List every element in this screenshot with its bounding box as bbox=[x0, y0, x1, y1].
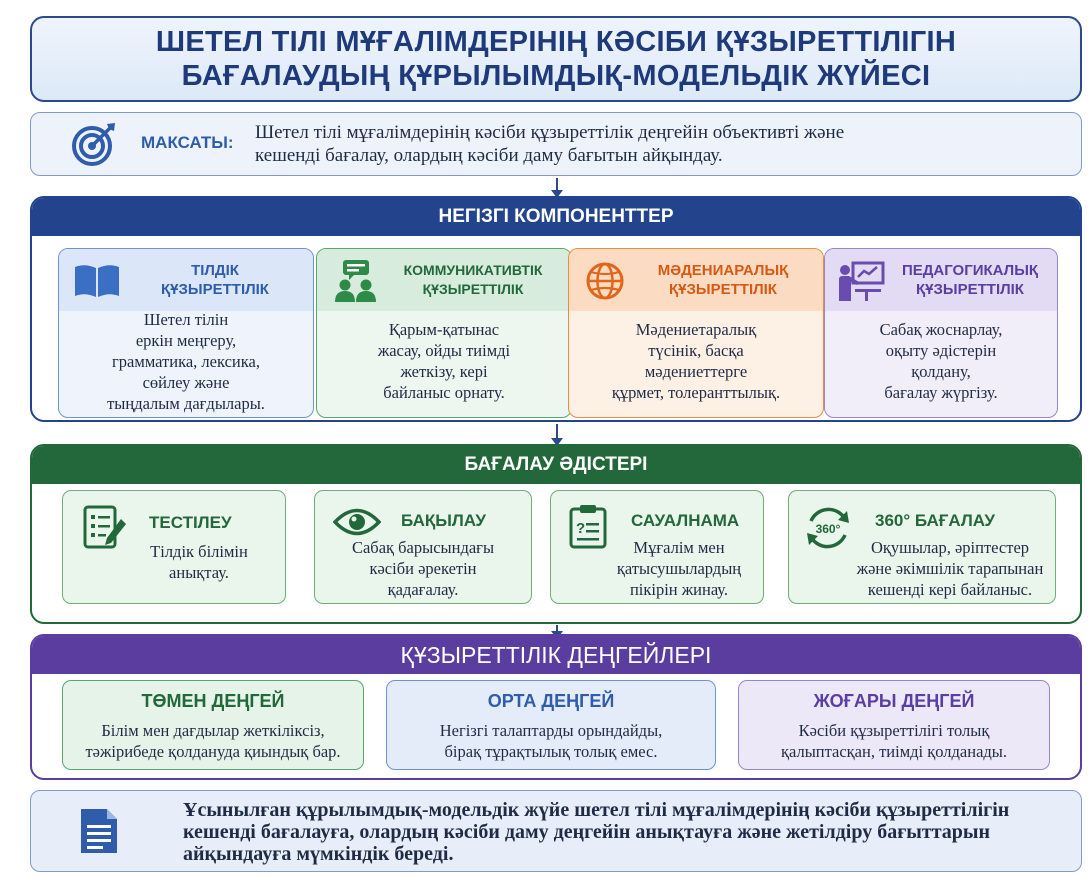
component-desc: Шетел тілін еркін меңгеру, грамматика, л… bbox=[107, 309, 265, 413]
method-desc: Тілдік білімін анықтау. bbox=[150, 542, 248, 582]
component-card-intercultural: МӘДЕНИАРАЛЫҚ ҚҰЗЫРЕТТІЛІК Мәдениетаралық… bbox=[568, 248, 824, 418]
flow-arrow bbox=[551, 625, 563, 639]
components-section: НЕГІЗГІ КОМПОНЕНТТЕР ТІЛДІК ҚҰЗЫРЕТТІЛІК… bbox=[30, 196, 1082, 422]
component-title: ПЕДАГОГИКАЛЫҚ ҚҰЗЫРЕТТІЛІК bbox=[901, 262, 1039, 298]
component-head: ПЕДАГОГИКАЛЫҚ ҚҰЗЫРЕТТІЛІК bbox=[825, 249, 1057, 311]
level-card-medium: ОРТА ДЕҢГЕЙ Негізгі талаптарды орындайды… bbox=[386, 680, 716, 770]
method-card-testing: ТЕСТІЛЕУ Тілдік білімін анықтау. bbox=[62, 490, 286, 604]
component-title: МӘДЕНИАРАЛЫҚ ҚҰЗЫРЕТТІЛІК bbox=[657, 262, 789, 298]
teacher-board-icon bbox=[839, 261, 885, 301]
component-title: ТІЛДІК ҚҰЗЫРЕТТІЛІК bbox=[161, 262, 269, 298]
method-title: САУАЛНАМА bbox=[631, 511, 740, 530]
component-desc: Қарым-қатынас жасау, ойды тиімді жеткізу… bbox=[377, 320, 511, 402]
document-icon bbox=[81, 809, 117, 853]
level-desc: Білім мен дағдылар жеткіліксіз, тәжірибе… bbox=[85, 721, 341, 761]
component-card-language: ТІЛДІК ҚҰЗЫРЕТТІЛІК Шетел тілін еркін ме… bbox=[58, 248, 314, 418]
component-head: КОММУНИКАТИВТІК ҚҰЗЫРЕТТІЛІК bbox=[317, 249, 571, 311]
method-title: ТЕСТІЛЕУ bbox=[149, 513, 232, 532]
conclusion-line: кешенді бағалауға, олардың кәсіби даму д… bbox=[183, 821, 991, 843]
conclusion-line: Ұсынылған құрылымдық-модельдік жүйе шете… bbox=[183, 799, 1010, 821]
level-title: ЖОҒАРЫ ДЕҢГЕЙ bbox=[813, 691, 975, 711]
component-head: МӘДЕНИАРАЛЫҚ ҚҰЗЫРЕТТІЛІК bbox=[569, 249, 823, 311]
conclusion-text: Ұсынылған құрылымдық-модельдік жүйе шете… bbox=[183, 799, 1063, 865]
component-head: ТІЛДІК ҚҰЗЫРЕТТІЛІК bbox=[59, 249, 313, 311]
level-desc: Кәсіби құзыреттілігі толық қалыптасқан, … bbox=[780, 721, 1008, 761]
method-desc: Сабақ барысындағы кәсіби әрекетін қадаға… bbox=[351, 538, 495, 599]
component-card-communicative: КОММУНИКАТИВТІК ҚҰЗЫРЕТТІЛІК Қарым-қатын… bbox=[316, 248, 572, 418]
level-card-high: ЖОҒАРЫ ДЕҢГЕЙ Кәсіби құзыреттілігі толық… bbox=[738, 680, 1050, 770]
eye-icon bbox=[333, 508, 381, 536]
levels-section: ҚҰЗЫРЕТТІЛІК ДЕҢГЕЙЛЕРІ ТӨМЕН ДЕҢГЕЙ Біл… bbox=[30, 634, 1082, 780]
globe-icon bbox=[586, 262, 624, 300]
flow-arrow bbox=[551, 424, 563, 446]
method-desc: Мұғалім мен қатысушылардың пікірін жинау… bbox=[616, 538, 742, 599]
component-card-pedagogical: ПЕДАГОГИКАЛЫҚ ҚҰЗЫРЕТТІЛІК Сабақ жоснарл… bbox=[824, 248, 1058, 418]
method-card-observation: БАҚЫЛАУ Сабақ барысындағы кәсіби әрекеті… bbox=[314, 490, 532, 604]
method-title: БАҚЫЛАУ bbox=[401, 511, 486, 530]
level-desc: Негізгі талаптарды орындайды, бірақ тұра… bbox=[439, 721, 663, 761]
method-title: 360° БАҒАЛАУ bbox=[875, 511, 995, 530]
level-title: ТӨМЕН ДЕҢГЕЙ bbox=[141, 691, 285, 711]
levels-header: ҚҰЗЫРЕТТІЛІК ДЕҢГЕЙЛЕРІ bbox=[32, 636, 1080, 674]
flow-arrow bbox=[551, 178, 563, 198]
checklist-pencil-icon bbox=[83, 505, 126, 549]
level-title: ОРТА ДЕҢГЕЙ bbox=[487, 691, 615, 711]
svg-text:360°: 360° bbox=[816, 522, 841, 536]
target-icon bbox=[72, 123, 115, 166]
goal-text-line-2: кешенді бағалау, олардың кәсіби даму бағ… bbox=[255, 145, 723, 166]
component-desc: Мәдениетаралық түсінік, басқа мәдениетте… bbox=[611, 320, 781, 402]
book-icon bbox=[75, 265, 119, 297]
method-desc: Оқушылар, әріптестер және әкімшілік тара… bbox=[856, 538, 1044, 599]
conclusion-line: айқындауға мүмкіндік береді. bbox=[183, 843, 454, 865]
component-title: КОММУНИКАТИВТІК ҚҰЗЫРЕТТІЛІК bbox=[403, 262, 543, 297]
svg-text:?: ? bbox=[576, 520, 585, 537]
components-header: НЕГІЗГІ КОМПОНЕНТТЕР bbox=[32, 198, 1080, 236]
title-line-2: БАҒАЛАУДЫҢ ҚҰРЫЛЫМДЫҚ-МОДЕЛЬДІК ЖҮЙЕСІ bbox=[181, 60, 931, 92]
title-banner: ШЕТЕЛ ТІЛІ МҰҒАЛІМДЕРІНІҢ КӘСІБИ ҚҰЗЫРЕТ… bbox=[30, 16, 1082, 102]
goal-box: МАКСАТЫ: Шетел тілі мұғалімдерінің кәсіб… bbox=[30, 112, 1082, 176]
cycle-360-icon: 360° bbox=[807, 507, 849, 549]
conclusion-box: Ұсынылған құрылымдық-модельдік жүйе шете… bbox=[30, 790, 1082, 872]
chat-people-icon bbox=[335, 260, 376, 302]
title-line-1: ШЕТЕЛ ТІЛІ МҰҒАЛІМДЕРІНІҢ КӘСІБИ ҚҰЗЫРЕТ… bbox=[155, 26, 957, 58]
goal-text-line-1: Шетел тілі мұғалімдерінің кәсіби құзырет… bbox=[255, 122, 845, 143]
goal-text: Шетел тілі мұғалімдерінің кәсіби құзырет… bbox=[255, 121, 1055, 167]
methods-section: БАҒАЛАУ ӘДІСТЕРІ ТЕСТІЛЕУ Тілдік білімін… bbox=[30, 444, 1082, 624]
method-card-360: 360° 360° БАҒАЛАУ Оқушылар, әріптестер ж… bbox=[788, 490, 1056, 604]
goal-label: МАКСАТЫ: bbox=[141, 133, 234, 152]
level-card-low: ТӨМЕН ДЕҢГЕЙ Білім мен дағдылар жеткілік… bbox=[62, 680, 364, 770]
component-desc: Сабақ жоснарлау, оқыту әдістерін қолдану… bbox=[879, 320, 1003, 402]
method-card-survey: ? САУАЛНАМА Мұғалім мен қатысушылардың п… bbox=[550, 490, 764, 604]
clipboard-icon: ? bbox=[569, 505, 607, 549]
methods-header: БАҒАЛАУ ӘДІСТЕРІ bbox=[32, 446, 1080, 484]
